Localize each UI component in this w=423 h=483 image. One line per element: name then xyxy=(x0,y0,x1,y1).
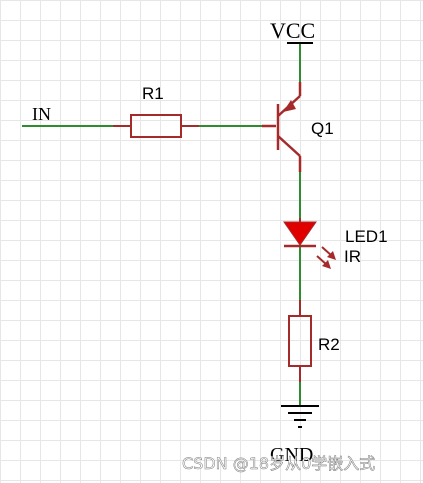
led-led1 xyxy=(283,218,336,269)
gnd-symbol xyxy=(281,405,319,428)
led-triangle xyxy=(283,221,317,246)
led-emission-arrowhead-2 xyxy=(327,251,336,260)
gnd-label: GND xyxy=(270,444,313,466)
resistor-r2 xyxy=(288,315,312,367)
watermark-text: CSDN @18岁从0学嵌入式 xyxy=(182,454,375,473)
r2-label: R2 xyxy=(318,335,340,354)
in-label: IN xyxy=(32,104,51,124)
r1-label: R1 xyxy=(142,84,164,103)
q1-lower-leg xyxy=(277,135,301,157)
vcc-label: VCC xyxy=(270,18,315,43)
led1-label: LED1 xyxy=(345,227,388,246)
transistor-q1 xyxy=(262,82,302,172)
q1-emitter-arrow xyxy=(283,100,296,112)
q1-label: Q1 xyxy=(311,119,334,138)
ir-label: IR xyxy=(344,247,361,266)
resistor-r1 xyxy=(130,114,182,138)
led-emission-arrowhead-1 xyxy=(322,260,331,269)
